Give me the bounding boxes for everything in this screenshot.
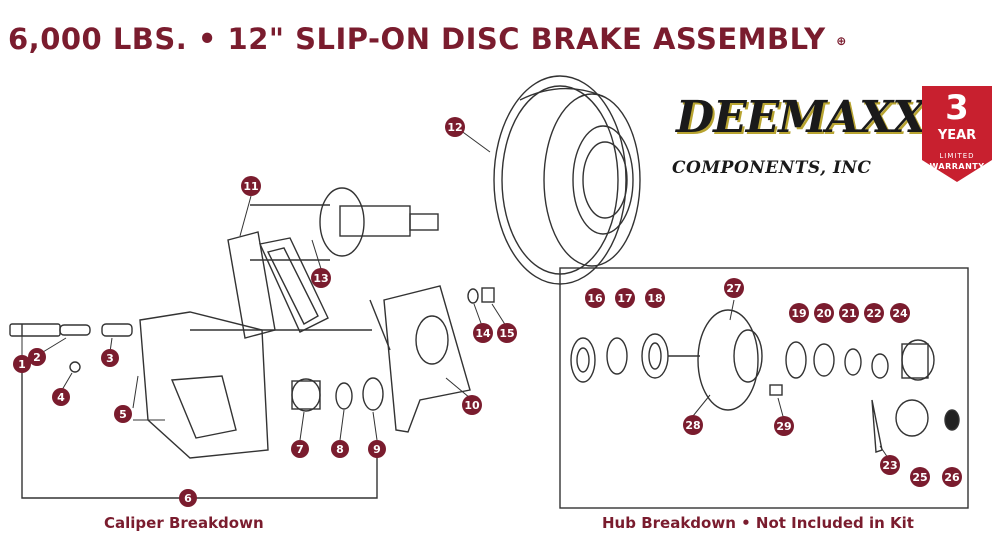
warranty-unit: YEAR (937, 128, 977, 143)
brand-subtitle: COMPONENTS, INC (672, 158, 872, 178)
hub-caption: Hub Breakdown • Not Included in Kit (602, 514, 914, 532)
title-mark-icon: ⊕ (836, 34, 847, 48)
callout-22: 22 (864, 303, 884, 323)
callout-17: 17 (615, 288, 635, 308)
callout-11: 11 (241, 176, 261, 196)
callout-15: 15 (497, 323, 517, 343)
callout-29: 29 (774, 416, 794, 436)
svg-text:4: 4 (57, 391, 65, 404)
svg-text:16: 16 (587, 292, 603, 305)
svg-text:27: 27 (726, 282, 741, 295)
callout-16: 16 (585, 288, 605, 308)
svg-text:23: 23 (882, 459, 897, 472)
svg-text:14: 14 (475, 327, 491, 340)
callout-4: 4 (52, 388, 70, 406)
callout-24: 24 (890, 303, 910, 323)
callout-13: 13 (311, 268, 331, 288)
svg-text:15: 15 (499, 327, 514, 340)
svg-text:2: 2 (33, 351, 41, 364)
callout-10: 10 (462, 395, 482, 415)
brake-pads-drawing (227, 231, 329, 339)
svg-text:18: 18 (647, 292, 662, 305)
caliper-bracket (21, 370, 378, 499)
svg-text:28: 28 (685, 419, 700, 432)
callout-27: 27 (724, 278, 744, 298)
callout-26: 26 (942, 467, 962, 487)
svg-text:24: 24 (892, 307, 908, 320)
callout-20: 20 (814, 303, 834, 323)
callout-28: 28 (683, 415, 703, 435)
svg-text:11: 11 (243, 180, 258, 193)
svg-text:22: 22 (866, 307, 881, 320)
callout-19: 19 (789, 303, 809, 323)
title-text: 6,000 LBS. • 12" SLIP-ON DISC BRAKE ASSE… (8, 22, 826, 56)
leader-lines (21, 129, 889, 459)
callout-5: 5 (114, 405, 132, 423)
callout-1: 1 (13, 355, 31, 373)
svg-text:26: 26 (944, 471, 960, 484)
brand-logo: DEEMAXX COMPONENTS, INC (670, 92, 926, 192)
callout-12: 12 (445, 117, 465, 137)
warranty-badge: 3 YEAR LIMITED WARRANTY (918, 82, 996, 184)
svg-text:5: 5 (119, 408, 127, 421)
callout-14: 14 (473, 323, 493, 343)
warranty-line1: LIMITED (939, 152, 975, 160)
svg-text:12: 12 (447, 121, 462, 134)
callout-2: 2 (28, 348, 46, 366)
callout-6: 6 (179, 489, 197, 507)
rotor-drawing (493, 75, 641, 285)
callout-8: 8 (331, 440, 349, 458)
torque-plate-drawing (383, 285, 471, 433)
svg-text:19: 19 (791, 307, 806, 320)
svg-text:25: 25 (912, 471, 927, 484)
caliper-bolts-drawing (9, 323, 133, 373)
svg-text:8: 8 (336, 443, 344, 456)
hub-parts-drawing (570, 309, 960, 453)
callout-21: 21 (839, 303, 859, 323)
callout-18: 18 (645, 288, 665, 308)
hub-breakdown-frame (559, 267, 969, 509)
svg-text:29: 29 (776, 420, 791, 433)
page-title: 6,000 LBS. • 12" SLIP-ON DISC BRAKE ASSE… (8, 22, 847, 56)
svg-text:10: 10 (464, 399, 480, 412)
svg-text:3: 3 (106, 352, 114, 365)
svg-text:6: 6 (184, 492, 192, 505)
callout-25: 25 (910, 467, 930, 487)
svg-text:7: 7 (296, 443, 304, 456)
warranty-line2: WARRANTY (929, 162, 985, 171)
brand-name: DEEMAXX (676, 92, 926, 143)
svg-text:13: 13 (313, 272, 328, 285)
caliper-caption: Caliper Breakdown (104, 514, 264, 532)
callout-9: 9 (368, 440, 386, 458)
caliper-body-drawing (139, 299, 391, 459)
svg-text:20: 20 (816, 307, 832, 320)
svg-text:1: 1 (18, 358, 26, 371)
svg-text:9: 9 (373, 443, 381, 456)
callout-23: 23 (880, 455, 900, 475)
piston-seals-drawing (291, 377, 384, 412)
callout-7: 7 (291, 440, 309, 458)
warranty-number: 3 (945, 88, 969, 128)
warranty-badge-shape (922, 86, 992, 182)
callout-3: 3 (101, 349, 119, 367)
svg-text:17: 17 (617, 292, 632, 305)
svg-text:21: 21 (841, 307, 856, 320)
callout-badges: 1 2 3 4 5 6 7 8 9 10 11 12 13 14 15 16 1… (13, 117, 962, 507)
